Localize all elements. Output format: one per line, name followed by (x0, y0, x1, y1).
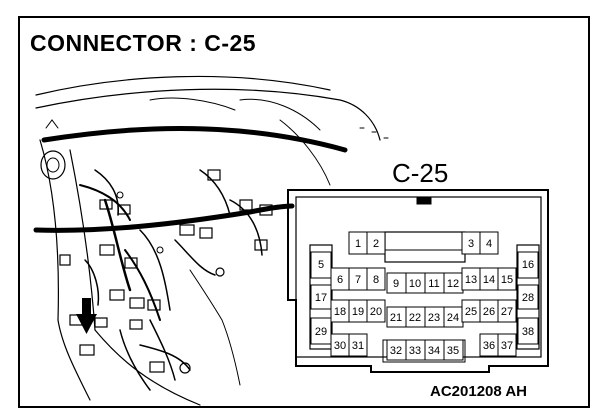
pin-7: 7 (355, 274, 361, 286)
pin-9: 9 (393, 278, 399, 290)
pin-35: 35 (447, 345, 459, 357)
pin-26: 26 (483, 306, 495, 318)
location-arrow (76, 298, 97, 334)
pin-14: 14 (483, 274, 495, 286)
pin-4: 4 (486, 238, 492, 250)
pin-10: 10 (409, 278, 421, 290)
pin-20: 20 (370, 306, 382, 318)
pin-8: 8 (373, 274, 379, 286)
pin-3: 3 (468, 238, 474, 250)
connector-label: C-25 (392, 158, 449, 188)
pin-1: 1 (355, 238, 361, 250)
pin-24: 24 (447, 312, 459, 324)
connector-c25 (287, 189, 549, 373)
pin-22: 22 (409, 312, 421, 324)
pin-21: 21 (390, 312, 402, 324)
harness-illustration (33, 75, 389, 406)
pin-12: 12 (447, 278, 459, 290)
pin-6: 6 (337, 274, 343, 286)
pin-37: 37 (501, 340, 513, 352)
figure-code: AC201208 AH (430, 383, 527, 400)
pin-16: 16 (522, 259, 534, 271)
pin-23: 23 (428, 312, 440, 324)
pin-29: 29 (315, 326, 327, 338)
pin-11: 11 (428, 278, 439, 290)
pin-18: 18 (334, 306, 346, 318)
pin-30: 30 (334, 340, 346, 352)
pin-27: 27 (501, 306, 513, 318)
pin-15: 15 (501, 274, 513, 286)
pin-grid (310, 231, 539, 361)
pin-13: 13 (465, 274, 477, 286)
pin-38: 38 (522, 326, 534, 338)
pin-17: 17 (315, 292, 327, 304)
pin-33: 33 (409, 345, 421, 357)
pin-2: 2 (373, 238, 379, 250)
pin-31: 31 (352, 340, 364, 352)
pin-34: 34 (428, 345, 440, 357)
pin-5: 5 (318, 259, 324, 271)
pin-28: 28 (522, 292, 534, 304)
page-title: CONNECTOR : C-25 (30, 30, 257, 56)
pin-19: 19 (352, 306, 364, 318)
pin-25: 25 (465, 306, 477, 318)
pin-32: 32 (390, 345, 402, 357)
pin-labels: 1 2 3 4 5 6 7 8 9 10 11 12 13 14 15 16 1… (315, 238, 534, 357)
pin-36: 36 (483, 340, 495, 352)
